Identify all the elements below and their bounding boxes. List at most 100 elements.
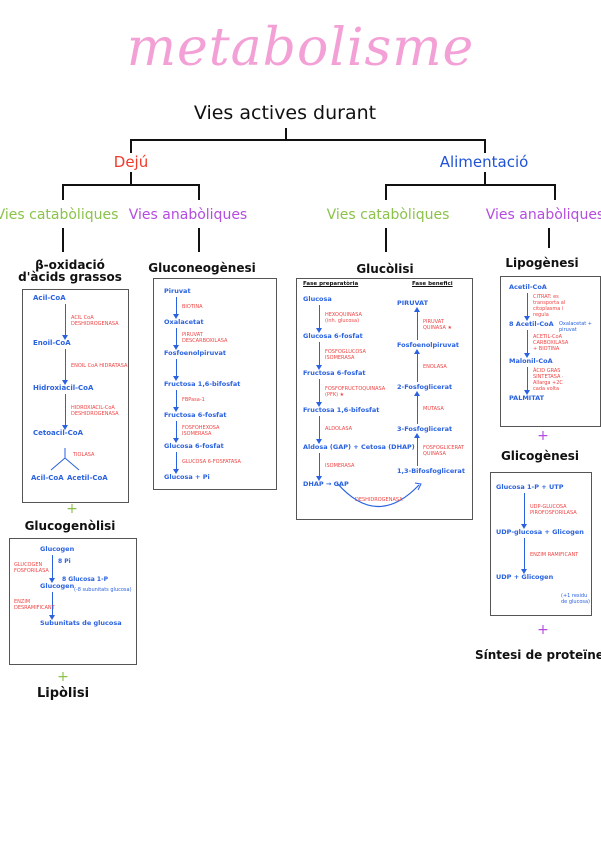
- plus-sign: +: [537, 622, 549, 638]
- reaction-arrow: PIRUVAT DESCARBOXILASA: [164, 327, 274, 350]
- metabolite: Glucogen: [40, 545, 75, 553]
- product-metabolite: Acetil-CoA: [67, 474, 108, 482]
- tree-line: [484, 139, 486, 153]
- reaction-arrow: FBPasa-1: [164, 389, 274, 412]
- metabolite: Acetil-CoA: [509, 283, 547, 291]
- metabolite: 3-Fosfoglicerat: [397, 425, 453, 433]
- feeding-catabolic-label: Vies catabòliques: [326, 207, 450, 223]
- enzyme-label: ISOMERASA: [325, 463, 355, 469]
- reaction-arrow: ACETIL-CoA CARBOXILASA + BIOTINA: [509, 329, 599, 358]
- enzyme-label: ENOLASA: [423, 363, 447, 370]
- arrow-icon: [316, 305, 322, 333]
- metabolite: Piruvat: [164, 287, 191, 295]
- reaction-arrow: ENZIM RAMIFICANT: [496, 537, 591, 574]
- tree-line: [385, 184, 556, 186]
- arrow-icon: [173, 359, 179, 381]
- glycolysis-title: Glucòlisi: [356, 262, 414, 276]
- prep-phase-header: Fase preparatòria: [303, 281, 359, 287]
- protein-synthesis-title: Síntesi de proteïnes: [474, 648, 601, 662]
- reaction-arrow: [164, 358, 274, 381]
- metabolite: Fructosa 6-fosfat: [164, 411, 227, 419]
- reaction-arrow: HEXOQUINASA (inh. glucosa): [303, 304, 393, 333]
- enzyme-label: HEXOQUINASA (inh. glucosa): [325, 312, 362, 324]
- tree-line: [130, 139, 486, 141]
- feeding-anabolic-label: Vies anabòliques: [485, 207, 601, 223]
- reaction-arrow: FOSFOFRUCTOQUINASA (PFK) ★: [303, 378, 393, 407]
- enzyme-label: UDP-GLUCOSA PIROFOSFORILASA: [530, 504, 577, 516]
- metabolite: Fructosa 1,6-bifosfat: [164, 380, 241, 388]
- side-label: 8 Pi: [58, 558, 71, 565]
- reaction-arrow: MUTASA: [397, 391, 472, 425]
- reaction-arrow: FOSFOHEXOSA ISOMERASA: [164, 420, 274, 443]
- metabolite: Glucosa 6-fosfat: [164, 442, 224, 450]
- arrow-icon: [49, 555, 55, 583]
- arrow-icon: [521, 538, 527, 574]
- metabolite: 2-Fosfoglicerat: [397, 383, 453, 391]
- reaction-arrow: ÀCID GRAS SINTETASA · Allarga +2C cada v…: [509, 366, 599, 395]
- enzyme-label: ENOIL CoA HIDRATASA: [71, 363, 128, 369]
- tree-line: [62, 184, 64, 200]
- enzyme-label: FBPasa-1: [182, 397, 205, 403]
- reaction-arrow: ENOIL CoA HIDRATASA: [33, 348, 128, 385]
- reaction-arrow: FOSFOGLUCOSA ISOMERASA: [303, 341, 393, 370]
- metabolite: 1,3-Bifosfoglicerat: [397, 467, 465, 475]
- metabolite: Cetoacil-CoA: [33, 429, 83, 437]
- arrow-icon: [62, 304, 68, 340]
- arrow: [385, 228, 387, 252]
- metabolite: 8 Acetil-CoA: [509, 320, 554, 328]
- metabolite: Fosfoenolpiruvat: [397, 341, 459, 349]
- arrow-icon: [521, 493, 527, 529]
- reaction-arrow: CITRAT: es transporta al citoplasma i re…: [509, 292, 599, 321]
- metabolite: Enoil-CoA: [33, 339, 71, 347]
- metabolite: Oxalacetat: [164, 318, 204, 326]
- enzyme-label: ENZIM DESRAMIFICANT: [14, 599, 55, 611]
- reaction-arrow: ENZIM DESRAMIFICANT: [14, 591, 135, 620]
- arrow: [198, 228, 200, 252]
- tree-line: [130, 172, 132, 185]
- enzyme-label: GLUCOSA 6-FOSFATASA: [182, 459, 241, 465]
- fasting-catabolic-label: Vies catabòliques: [0, 207, 119, 223]
- enzyme-label: FOSFOGLICERAT QUINASA: [423, 444, 464, 457]
- tree-line: [554, 184, 556, 200]
- enzyme-label: DESHIDROGENASA: [355, 497, 403, 503]
- arrow-icon: [414, 391, 420, 424]
- plus-sign: +: [66, 501, 78, 517]
- split-arrow-icon: [45, 448, 85, 476]
- arrow-icon: [62, 349, 68, 385]
- metabolite: Glucosa 6-fosfat: [303, 332, 363, 340]
- enzyme-label: ACETIL-CoA CARBOXILASA + BIOTINA: [533, 334, 569, 352]
- reaction-arrow: ALDOLASA: [303, 415, 393, 444]
- metabolite: Fosfoenolpiruvat: [164, 349, 226, 357]
- arrow-icon: [524, 293, 530, 321]
- enzyme-label: FOSFOHEXOSA ISOMERASA: [182, 425, 220, 437]
- tree-line: [285, 128, 287, 140]
- metabolite: Glucosa + Pi: [164, 473, 210, 481]
- glycogenolysis-title: Glucogenòlisi: [24, 519, 116, 533]
- arrow-icon: [316, 416, 322, 444]
- tree-line: [130, 139, 132, 153]
- metabolite: PALMITAT: [509, 394, 545, 402]
- enzyme-label: GLUCOGEN FOSFORILASA: [14, 562, 49, 574]
- metabolite: Hidroxiacil-CoA: [33, 384, 94, 392]
- arrow-icon: [173, 297, 179, 319]
- enzyme-label: FOSFOGLUCOSA ISOMERASA: [325, 349, 366, 361]
- metabolite: Subunitats de glucosa: [40, 619, 122, 627]
- metabolite: Aldosa (GAP) + Cetosa (DHAP): [303, 443, 415, 451]
- tree-line: [484, 172, 486, 185]
- page-title: metabolisme: [126, 18, 475, 78]
- arrow-icon: [173, 328, 179, 350]
- arrow-icon: [414, 433, 420, 466]
- enzyme-label: PIRUVAT QUINASA ★: [423, 318, 452, 331]
- arrow-icon: [414, 307, 420, 340]
- side-product: Oxalacetat + piruvat: [559, 321, 593, 333]
- beta-oxidation-title: β-oxidació d'àcids grassos: [18, 258, 122, 284]
- root-heading: Vies actives durant: [193, 102, 377, 124]
- arrow-icon: [173, 390, 179, 412]
- arrow-icon: [49, 592, 55, 620]
